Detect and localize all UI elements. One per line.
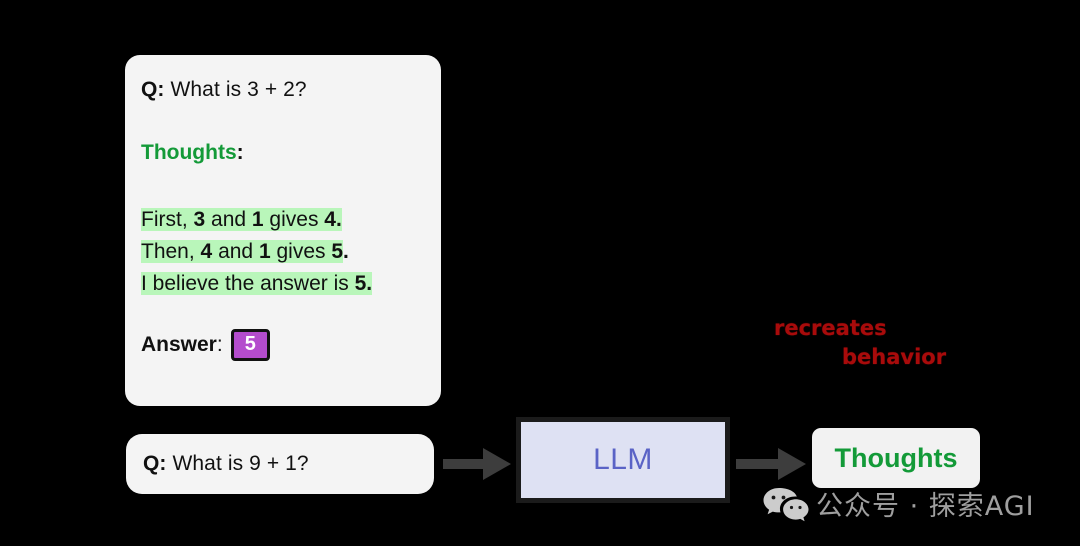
thoughts-output-label: Thoughts xyxy=(834,442,958,473)
thought-token: gives xyxy=(263,208,325,231)
answer-label-colon: : xyxy=(216,333,223,356)
example-card: Q: What is 3 + 2? Thoughts: First, 3 and… xyxy=(125,55,441,406)
thought-line: First, 3 and 1 gives 4. xyxy=(141,204,425,236)
example-question-label: Q: xyxy=(141,78,165,101)
thoughts-heading-word: Thoughts xyxy=(141,141,237,164)
thoughts-output-box: Thoughts xyxy=(812,428,980,488)
wechat-icon xyxy=(763,487,809,521)
example-question-text: What is 3 + 2? xyxy=(164,78,307,101)
llm-label: LLM xyxy=(593,443,653,476)
thought-token: gives xyxy=(270,240,332,263)
annotation-line-1: recreates xyxy=(774,316,887,340)
thought-token-bold: 4 xyxy=(200,240,213,263)
thought-token: and xyxy=(205,208,252,231)
thought-token: and xyxy=(212,240,259,263)
answer-label: Answer: xyxy=(141,333,223,357)
wechat-watermark-text: 公众号 · 探索AGI xyxy=(816,491,1035,522)
thought-token-bold: 5 xyxy=(331,240,344,263)
wechat-watermark: 公众号 · 探索AGI xyxy=(762,484,1035,523)
thought-token-bold: 4. xyxy=(324,208,342,231)
thought-token-bold: 5. xyxy=(354,272,373,295)
thought-token-bold: 1 xyxy=(258,240,271,263)
query-box: Q: What is 9 + 1? xyxy=(126,434,434,494)
annotation-recreates-behavior: recreates behavior xyxy=(766,316,976,378)
thought-line-tail: . xyxy=(343,240,349,263)
thought-lines: First, 3 and 1 gives 4.Then, 4 and 1 giv… xyxy=(141,204,425,300)
thought-line-highlight: Then, 4 and 1 gives 5 xyxy=(141,240,344,263)
thoughts-heading: Thoughts: xyxy=(141,140,425,166)
annotation-line-2: behavior xyxy=(842,345,947,369)
thought-token: I believe the answer is xyxy=(141,272,355,295)
thoughts-heading-colon: : xyxy=(236,141,244,164)
thought-line: Then, 4 and 1 gives 5. xyxy=(141,236,425,268)
query-box-line: Q: What is 9 + 1? xyxy=(143,451,309,477)
thought-line: I believe the answer is 5. xyxy=(141,268,425,300)
llm-box: LLM xyxy=(516,417,730,503)
thought-line-highlight: First, 3 and 1 gives 4. xyxy=(141,208,342,231)
thought-token: First, xyxy=(141,208,194,231)
query-box-text: What is 9 + 1? xyxy=(166,452,309,475)
answer-badge: 5 xyxy=(230,329,270,361)
arrow-llm-to-thoughts-icon xyxy=(736,448,806,480)
query-box-label: Q: xyxy=(143,452,167,475)
answer-row: Answer: 5 xyxy=(141,329,425,361)
thought-token-bold: 1 xyxy=(251,208,264,231)
example-question: Q: What is 3 + 2? xyxy=(141,77,425,103)
answer-label-word: Answer xyxy=(141,333,217,356)
thought-token-bold: 3 xyxy=(193,208,206,231)
arrow-query-to-llm-icon xyxy=(443,448,511,480)
thought-token: Then, xyxy=(141,240,201,263)
thought-line-highlight: I believe the answer is 5. xyxy=(141,272,373,295)
